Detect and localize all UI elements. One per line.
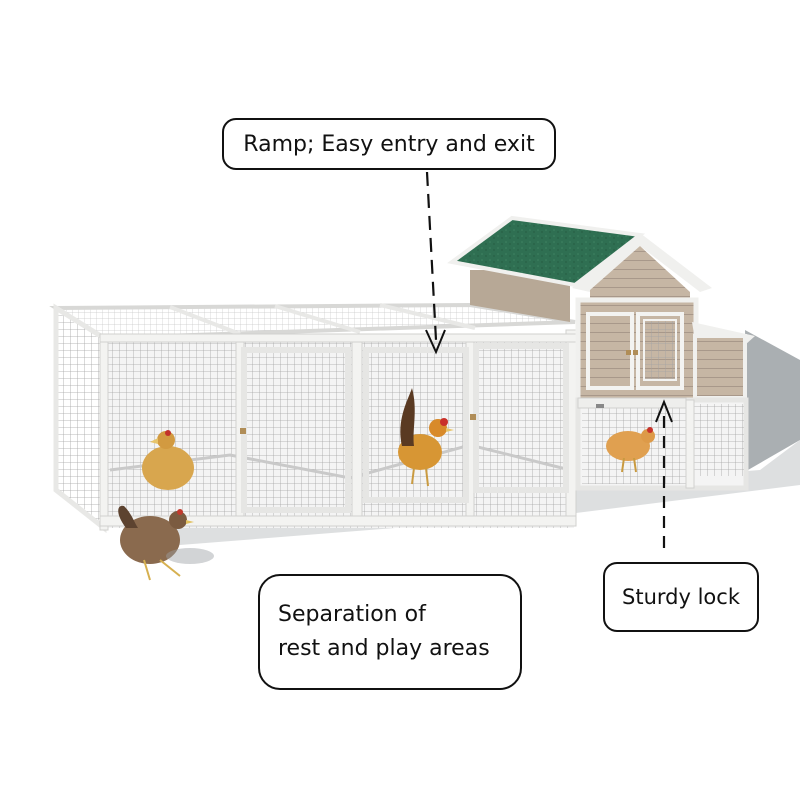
separation-callout-line2: rest and play areas bbox=[278, 636, 490, 662]
dashed-arrow-icon bbox=[425, 171, 446, 355]
lock-callout: Sturdy lock bbox=[603, 562, 759, 632]
separation-callout-line1: Separation of bbox=[278, 602, 426, 627]
run-side-panel bbox=[53, 303, 107, 534]
run-front bbox=[99, 329, 577, 531]
lock-callout-text: Sturdy lock bbox=[622, 585, 740, 609]
chicken-icon bbox=[118, 505, 214, 581]
ramp-callout: Ramp; Easy entry and exit bbox=[222, 118, 556, 170]
chicken-icon bbox=[142, 430, 194, 490]
chicken-icon bbox=[606, 427, 655, 473]
separation-callout: Separation of rest and play areas bbox=[258, 574, 522, 690]
dashed-arrow-icon bbox=[655, 399, 673, 548]
chicken-icon bbox=[398, 388, 454, 487]
ramp-callout-text: Ramp; Easy entry and exit bbox=[243, 131, 535, 157]
hen-house bbox=[447, 215, 755, 491]
run-roof bbox=[49, 302, 576, 341]
